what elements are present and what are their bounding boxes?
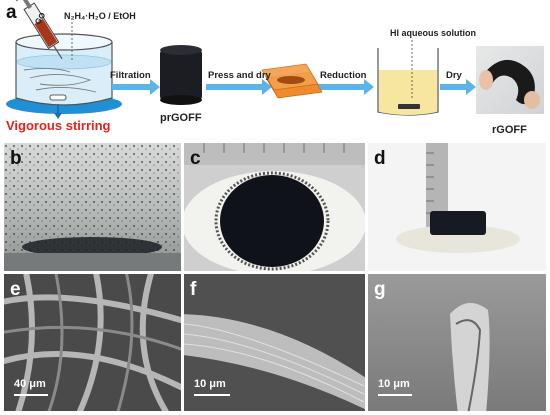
- panel-g-sem: g 10 μm: [368, 274, 546, 411]
- hi-liquid: [379, 70, 437, 115]
- panel-label-f: f: [190, 279, 197, 300]
- scale-label-f: 10 μm: [194, 378, 226, 390]
- panel-label-c: c: [190, 148, 201, 169]
- stir-bar: [49, 94, 67, 101]
- prgoff-caption: prGOFF: [160, 112, 202, 124]
- panel-label-d: d: [374, 148, 386, 169]
- prgoff-sponge: [160, 48, 202, 102]
- arrow-filtration: [112, 79, 160, 95]
- filtration-label: Filtration: [110, 70, 151, 81]
- dry-label: Dry: [446, 70, 462, 81]
- schematic-graphics: [6, 0, 476, 119]
- sem-fiber-g: [450, 303, 490, 411]
- scale-bar-e: [14, 394, 48, 396]
- press-label: Press and dry: [208, 70, 271, 81]
- hi-label: HI aqueous solution: [390, 28, 477, 38]
- panel-a-schematic: a: [0, 0, 550, 142]
- scale-label-g: 10 μm: [378, 378, 410, 390]
- syringe: [14, 0, 63, 60]
- ruler-sample-graphic: [184, 143, 365, 271]
- arrow-reduction: [318, 79, 374, 95]
- sem-fibers-e: [4, 274, 181, 411]
- rgoff-caption: rGOFF: [492, 124, 527, 136]
- panel-c-photo: c: [184, 143, 365, 271]
- panel-label-b: b: [10, 148, 22, 169]
- scale-label-e: 40 μm: [14, 378, 46, 390]
- sem-fiber-f: [184, 314, 365, 410]
- arrow-press: [206, 79, 272, 95]
- reduction-label: Reduction: [320, 70, 367, 81]
- beaker-top: [15, 33, 113, 51]
- stir-arrow-head: [54, 113, 62, 119]
- liquid-surface: [16, 54, 112, 70]
- panel-b-photo: b: [4, 143, 181, 271]
- beaker-photo-graphic: [4, 143, 181, 271]
- panel-label-e: e: [10, 279, 21, 300]
- stirring-label: Vigorous stirring: [6, 118, 111, 133]
- panel-f-sem: f 10 μm: [184, 274, 365, 411]
- panel-label-g: g: [374, 279, 386, 300]
- swirl-2: [35, 87, 97, 93]
- rgoff-photo: [476, 46, 544, 114]
- panel-label-a: a: [6, 2, 17, 23]
- swirl-1: [29, 74, 92, 86]
- reagent-label: N₂H₄·H₂O / EtOH: [64, 11, 136, 21]
- rgoff-film-shape: [479, 59, 540, 109]
- scale-bar-f: [194, 394, 230, 396]
- ruler-side-graphic: [396, 143, 520, 253]
- pressed-film: [277, 76, 305, 84]
- scale-bar-g: [378, 394, 412, 396]
- panel-e-sem: e 40 μm: [4, 274, 181, 411]
- panel-d-photo: d: [368, 143, 546, 271]
- arrow-dry: [440, 79, 476, 95]
- hi-film: [398, 104, 420, 109]
- swirl-3: [23, 67, 71, 73]
